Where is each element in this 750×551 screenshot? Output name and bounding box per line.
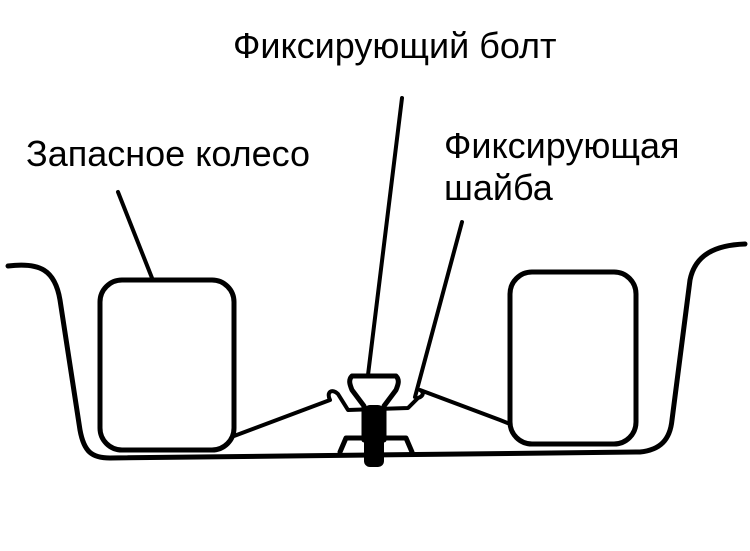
- label-fixing-bolt: Фиксирующий болт: [233, 25, 557, 66]
- label-fixing-washer-line2: шайба: [444, 167, 554, 208]
- label-spare-wheel: Запасное колесо: [26, 133, 310, 174]
- spare-wheel-left: [97, 277, 237, 453]
- leader-lines: [116, 96, 464, 399]
- fixing-washer: [232, 388, 512, 438]
- label-fixing-washer-line1: Фиксирующая: [444, 125, 680, 166]
- spare-wheel-right: [507, 269, 639, 447]
- fixing-bolt: [337, 373, 415, 467]
